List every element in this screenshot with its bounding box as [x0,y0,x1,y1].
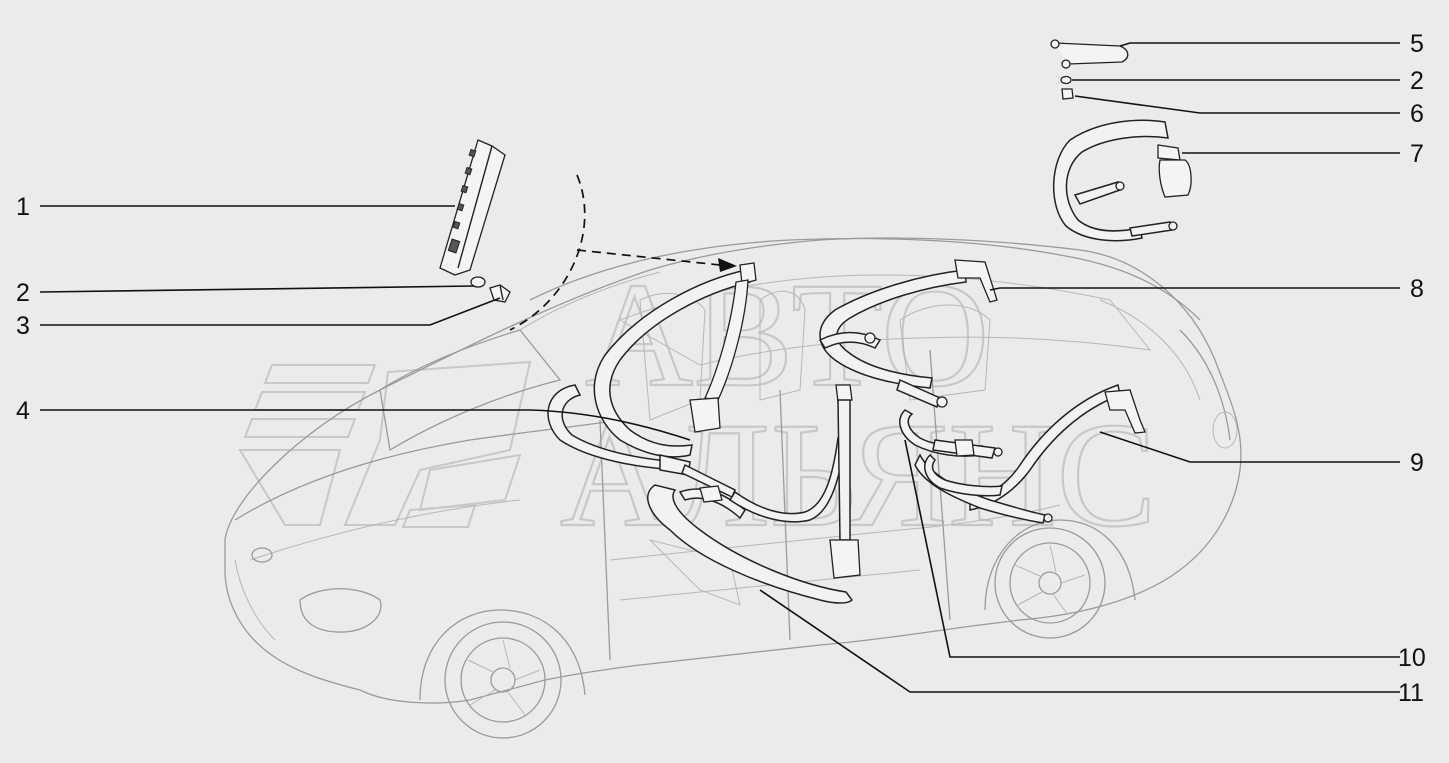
leader-4 [40,409,691,441]
part-7-rear-belt-with-buckle [1052,119,1192,242]
callout-5-right: 5 [1410,30,1424,58]
part-11-front-belt [647,384,861,604]
leader-11 [759,589,1400,693]
callout-9-right: 9 [1410,449,1424,477]
arrow-head-icon [718,258,737,272]
leader-6 [1074,95,1400,114]
watermark-line2: АЛЬЯНС [560,392,1157,558]
part-2-washer-right [1060,75,1072,85]
dashed-pointer [509,174,737,331]
callout-3-left: 3 [16,312,30,340]
part-4-front-belt [547,262,757,499]
part-3-bolt-left [489,284,511,303]
leader-8 [989,287,1400,291]
part-6-bolt-right [1061,88,1074,100]
callout-4-left: 4 [16,397,30,425]
leader-9 [1099,431,1400,463]
part-2-washer-left [470,276,486,288]
leader-3 [40,297,501,326]
callout-2-left: 2 [16,279,30,307]
callout-10-right: 10 [1398,644,1426,672]
watermark-logo [238,360,532,528]
callout-7-right: 7 [1410,140,1424,168]
part-1-height-adjuster-rail [439,139,506,276]
callout-2-right: 2 [1410,67,1424,95]
callout-11-right: 11 [1398,679,1424,707]
callout-6-right: 6 [1410,100,1424,128]
part-8-rear-belt [818,259,998,409]
leader-lines [39,42,1400,693]
callout-numbers: 1 2 3 4 5 2 6 7 8 9 10 11 [16,30,1426,707]
part-10-centre-rear-belt [899,409,1003,497]
leader-10 [904,439,1400,658]
callout-8-right: 8 [1410,275,1424,303]
callout-1-left: 1 [16,193,30,221]
leader-2-left [39,285,475,293]
leader-5 [1119,42,1400,47]
part-5-strap [1050,39,1129,69]
